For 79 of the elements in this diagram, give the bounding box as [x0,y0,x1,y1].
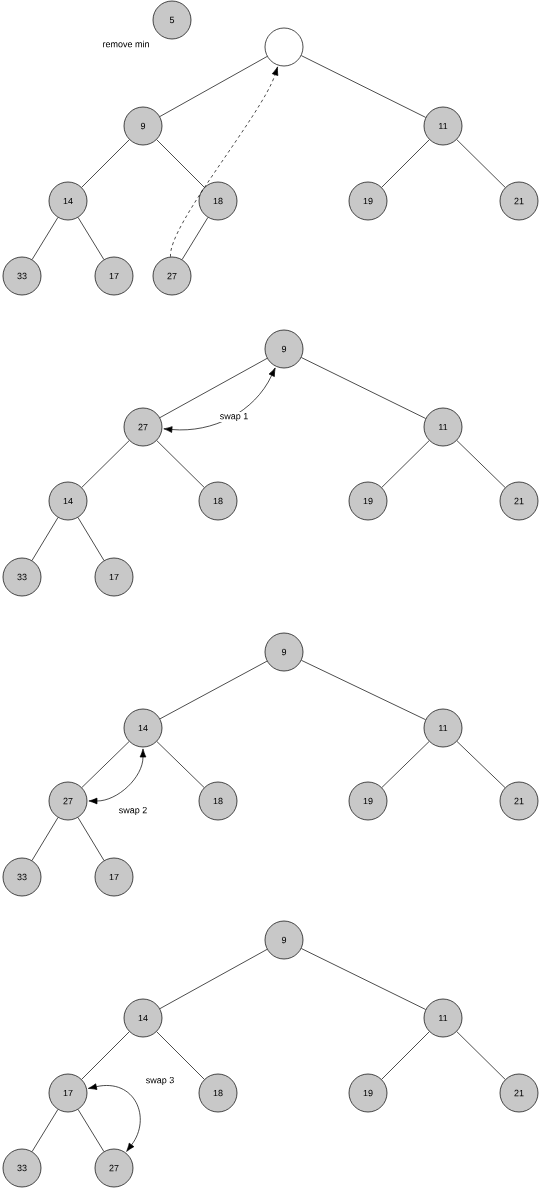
heap-node: 18 [198,481,238,521]
edge-label: swap 2 [117,805,149,817]
heap-node: 21 [499,481,539,521]
tree-edge [381,139,430,188]
tree-edge [159,358,268,418]
heap-node: 9 [123,106,163,146]
heap-node: 33 [2,557,42,597]
heap-node: 19 [348,481,388,521]
heap-node: 5 [152,0,192,40]
tree-edge [156,440,205,488]
heap-node: 11 [423,106,463,146]
heap-node: 17 [48,1073,88,1113]
heap-node: 17 [94,557,134,597]
tree-edge [81,1031,130,1080]
heap-node: 9 [264,632,304,672]
heap-node: 14 [123,708,163,748]
heap-node: 18 [198,1073,238,1113]
tree-edge [77,1109,105,1152]
tree-edge [159,949,268,1009]
heap-node: 21 [499,181,539,221]
arrow [88,1083,141,1152]
arrow [170,66,279,258]
tree-edge [301,948,426,1010]
heap-node: 33 [2,1148,42,1188]
edge-label: swap 1 [218,411,250,423]
heap-node: 14 [123,998,163,1038]
heap-node: 14 [48,181,88,221]
tree-edge [381,1031,430,1080]
tree-edge [159,660,268,720]
tree-edge [156,1031,205,1080]
heap-node: 33 [2,857,42,897]
heap-node: 21 [499,1073,539,1113]
node-caption: remove min [103,40,149,48]
heap-node: 18 [198,181,238,221]
heap-node: 27 [123,407,163,447]
tree-edge [456,1031,506,1080]
edge-label: swap 3 [144,1075,176,1087]
tree-edge [156,139,205,188]
heap-node: 19 [348,781,388,821]
tree-edge [81,139,130,188]
tree-edge [301,357,426,419]
heap-node: 11 [423,998,463,1038]
tree-edge [31,817,59,861]
tree-edge [31,1109,59,1152]
tree-edge [381,440,430,488]
tree-edge [156,741,205,788]
tree-edge [81,741,130,788]
heap-node: 18 [198,781,238,821]
tree-edge [181,217,209,260]
heap-node: 14 [48,481,88,521]
heap-node: 17 [94,256,134,296]
tree-edge [77,217,105,260]
empty-node [264,27,304,67]
heap-node: 11 [423,708,463,748]
heap-node: 11 [423,407,463,447]
heap-node: 9 [264,920,304,960]
tree-edge [300,55,427,118]
tree-edge [77,817,105,861]
heap-node: 9 [264,329,304,369]
arrow [163,367,276,433]
tree-edge [381,741,430,788]
tree-edge [456,741,506,788]
tree-edge [159,56,268,117]
tree-edge [456,440,506,488]
heap-node: 19 [348,181,388,221]
tree-edge [301,660,426,720]
tree-edge [31,517,59,561]
heap-node: 17 [94,857,134,897]
heap-node: 19 [348,1073,388,1113]
heap-node: 27 [94,1148,134,1188]
tree-edge [31,217,59,260]
heap-node: 21 [499,781,539,821]
tree-edge [81,440,130,488]
tree-edge [456,139,506,188]
tree-edge [77,517,105,561]
heap-node: 33 [2,256,42,296]
heap-node: 27 [48,781,88,821]
heap-node: 27 [152,256,192,296]
arrow [88,748,147,805]
